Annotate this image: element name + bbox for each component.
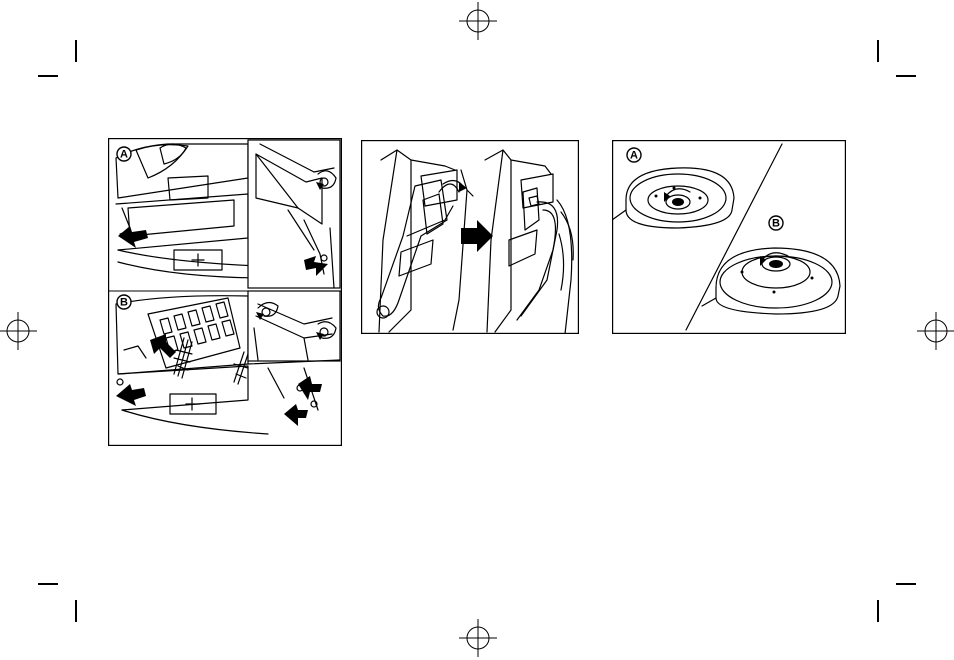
figure-luggage-floor: A	[108, 138, 342, 446]
registration-mark-right	[917, 312, 954, 350]
registration-mark-top	[459, 2, 497, 40]
registration-mark-bottom	[459, 619, 497, 657]
spare-tire-b-label: B	[769, 216, 783, 230]
spare-tire-a-label: A	[627, 148, 641, 162]
svg-text:B: B	[120, 297, 128, 309]
svg-text:B: B	[772, 218, 780, 230]
inset-b	[248, 291, 340, 361]
figure-luggage-floor-a-label: A	[117, 147, 131, 161]
figure-jack-removal	[361, 140, 579, 334]
registration-mark-left	[0, 312, 37, 350]
svg-text:A: A	[630, 150, 638, 162]
svg-text:A: A	[120, 149, 128, 161]
figure-spare-tire: A B	[612, 140, 846, 334]
figure-luggage-floor-b-label: B	[117, 295, 131, 309]
